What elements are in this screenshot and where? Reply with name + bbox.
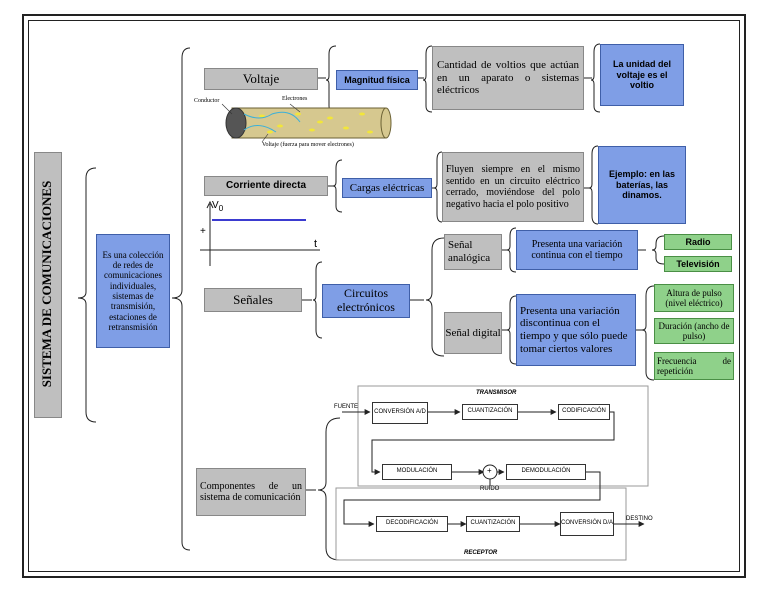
transmisor-label: TRANSMISOR (476, 390, 517, 396)
television-box: Televisión (664, 256, 732, 272)
conversion-ad-block: CONVERSIÓN A/D (372, 402, 428, 424)
wire-electrones-label: Electrones (282, 96, 308, 102)
voltaje-desc: Cantidad de voltios que actúan en un apa… (432, 46, 584, 110)
cargas-box: Cargas eléctricas (342, 178, 432, 198)
circuitos-box: Circuitos electrónicos (322, 284, 410, 318)
definition-box: Es una colección de redes de comunicacio… (96, 234, 170, 348)
cuantizacion-block: CUANTIZACIÓN (462, 404, 518, 420)
title-box (34, 152, 62, 418)
ruido-label: RUIDO (480, 486, 500, 492)
analogica-box: Señal analógica (444, 234, 502, 270)
outer-frame (22, 14, 746, 578)
page-title: SISTEMA DE COMUNICACIONES (39, 180, 54, 388)
graph-t: t (314, 238, 318, 250)
sum-symbol: + (487, 466, 492, 475)
decodificacion-block: DECODIFICACIÓN (376, 516, 448, 532)
demodulacion-block: DEMODULACIÓN (506, 464, 586, 480)
wire-voltaje-label: Voltaje (fuerza para mover electrones) (262, 142, 354, 148)
frecuencia-box: Frecuencia de repetición (654, 352, 734, 380)
graph-v-label: V0 (212, 200, 223, 213)
altura-box: Altura de pulso (nivel eléctrico) (654, 284, 734, 312)
senales-label: Señales (204, 288, 302, 312)
wire-conductor-label: Conductor (194, 98, 220, 104)
voltage-graph (200, 200, 320, 266)
unidad-box: La unidad del voltaje es el voltio (600, 44, 684, 106)
analogica-desc: Presenta una variación continua con el t… (516, 230, 638, 270)
graph-plus: + (200, 226, 206, 237)
digital-box: Señal digital (444, 312, 502, 354)
conversion-da-block: CONVERSIÓN D/A (560, 512, 614, 536)
receptor-label: RECEPTOR (464, 550, 498, 556)
graph-v-sub: 0 (218, 203, 224, 213)
magnitud-box: Magnitud física (336, 70, 418, 90)
digital-desc: Presenta una variación discontinua con e… (516, 294, 636, 366)
corriente-desc: Fluyen siempre en el mismo sentido en un… (442, 152, 584, 222)
voltaje-label: Voltaje (204, 68, 318, 90)
modulacion-block: MODULACIÓN (382, 464, 452, 480)
cuantizacion2-block: CUANTIZACIÓN (466, 516, 520, 532)
ejemplo-box: Ejemplo: en las baterías, las dinamos. (598, 146, 686, 224)
inner-frame (28, 20, 740, 572)
fuente-label: FUENTE (334, 404, 358, 410)
corriente-label: Corriente directa (204, 176, 328, 196)
radio-box: Radio (664, 234, 732, 250)
componentes-box: Componentes de un sistema de comunicació… (196, 468, 306, 516)
destino-label: DESTINO (626, 516, 653, 522)
wire-illustration (221, 103, 392, 143)
duracion-box: Duración (ancho de pulso) (654, 318, 734, 344)
graph-v-text: V (212, 200, 219, 211)
codificacion-block: CODIFICACIÓN (558, 404, 610, 420)
